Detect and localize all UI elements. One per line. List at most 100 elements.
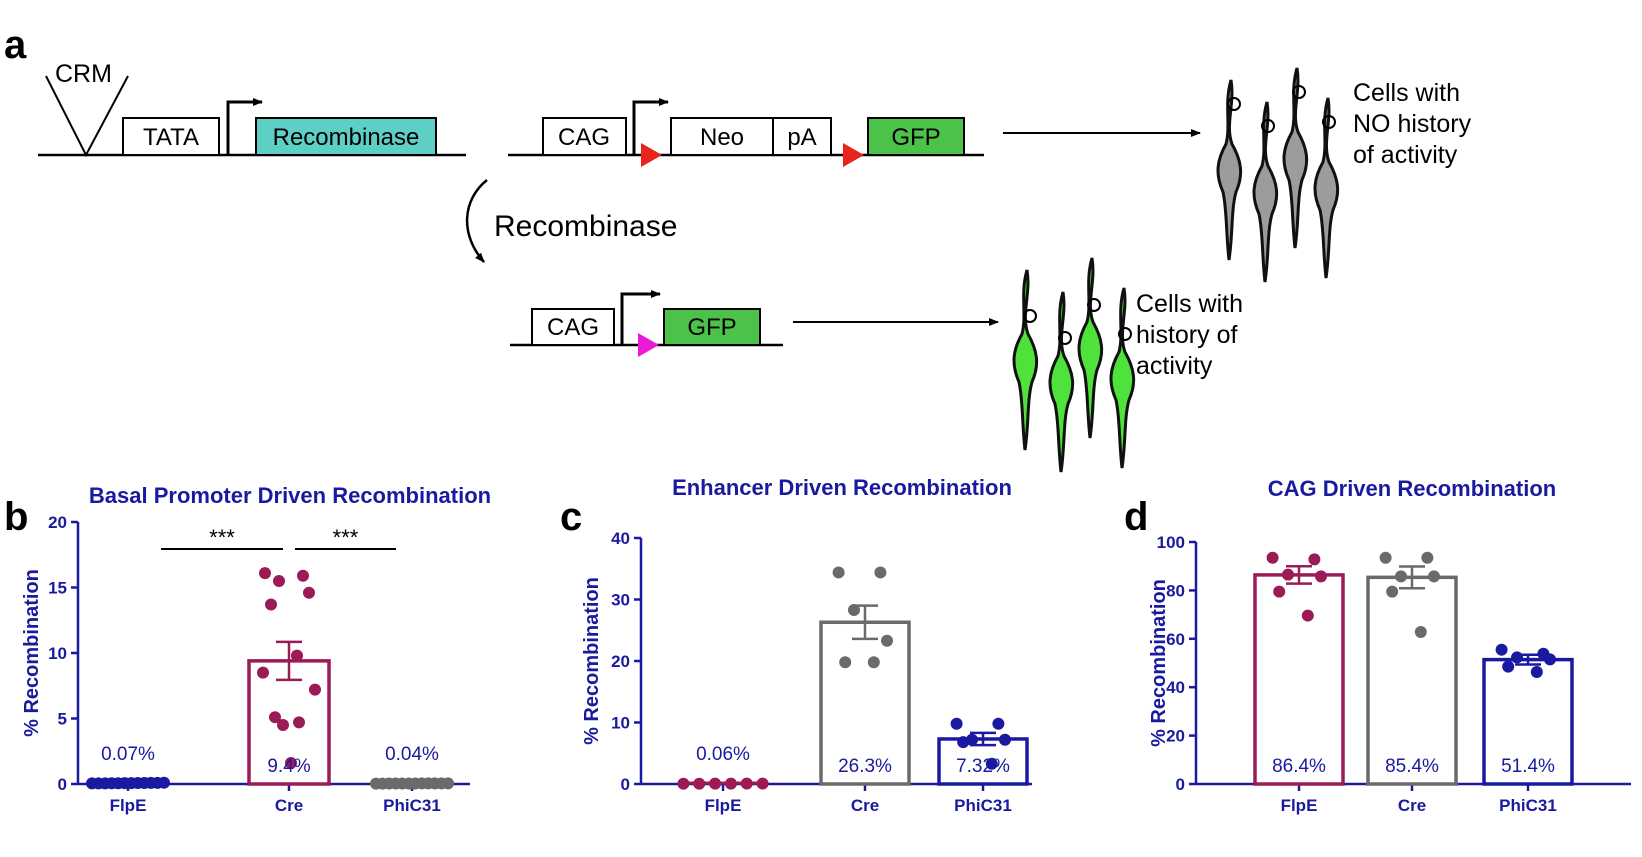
- value-label: 0.04%: [385, 744, 439, 765]
- y-tick-label: 20: [48, 513, 67, 532]
- bar: [1366, 575, 1458, 786]
- data-point: [874, 566, 887, 579]
- gfp-label: GFP: [891, 124, 940, 151]
- data-point: [957, 736, 970, 749]
- x-tick-label: Cre: [851, 796, 879, 815]
- chart-enhancer: Enhancer Driven Recombination% Recombina…: [581, 475, 1032, 815]
- data-point: [1273, 585, 1286, 598]
- data-point: [442, 777, 454, 790]
- chart-cag: CAG Driven Recombination% Recombination0…: [1148, 476, 1631, 815]
- data-point: [1495, 643, 1508, 656]
- gfp-label: GFP: [687, 314, 736, 341]
- value-label: 86.4%: [1272, 756, 1326, 777]
- cell-green-2: [1048, 290, 1075, 474]
- y-tick-label: 15: [48, 579, 67, 598]
- promoter-arrow: [632, 98, 669, 155]
- y-tick-label: 0: [1176, 775, 1185, 794]
- cag-label: CAG: [558, 124, 610, 151]
- data-point: [992, 717, 1005, 730]
- panel-label-b: b: [4, 495, 28, 539]
- neo-label: Neo: [700, 124, 744, 151]
- lox-site-2: [843, 143, 864, 167]
- recombinase-step-label: Recombinase: [494, 210, 677, 243]
- data-point: [291, 649, 303, 662]
- chart-title: CAG Driven Recombination: [1268, 476, 1556, 501]
- lox-site-1: [641, 143, 662, 167]
- data-point: [257, 666, 269, 679]
- data-point: [677, 777, 690, 790]
- data-point: [881, 634, 893, 647]
- data-point: [1544, 653, 1556, 666]
- y-tick-label: 0: [621, 775, 630, 794]
- cells-no-history-line-3: of activity: [1353, 141, 1458, 169]
- y-tick-label: 80: [1166, 581, 1185, 600]
- data-point: [724, 777, 737, 790]
- green-cells: [1012, 256, 1136, 474]
- x-tick-label: PhiC31: [954, 796, 1012, 815]
- y-tick-label: 5: [58, 710, 67, 729]
- cell-green-4: [1109, 286, 1136, 470]
- recombinase-box: [255, 117, 437, 156]
- data-point: [285, 757, 297, 770]
- data-point: [950, 717, 963, 730]
- pa-label: pA: [787, 124, 816, 151]
- significance-label: ***: [209, 525, 235, 550]
- y-tick-label: 0: [58, 775, 67, 794]
- y-tick-label: 40: [1166, 678, 1185, 697]
- y-tick-label: 10: [611, 714, 630, 733]
- x-tick-label: FlpE: [1281, 796, 1318, 815]
- data-point: [1511, 651, 1523, 664]
- value-label: 0.06%: [696, 744, 750, 765]
- value-label: 0.07%: [101, 744, 155, 765]
- cag-box: [531, 308, 615, 346]
- value-label: 51.4%: [1501, 756, 1555, 777]
- x-tick-label: FlpE: [705, 796, 742, 815]
- data-point: [839, 656, 852, 669]
- recombinase-box-label: Recombinase: [273, 124, 420, 151]
- y-tick-label: 60: [1166, 630, 1185, 649]
- bar: [1253, 573, 1345, 786]
- data-point: [832, 566, 845, 579]
- panel-label-c: c: [560, 495, 582, 539]
- data-point: [999, 733, 1011, 746]
- promoter-arrow: [620, 290, 661, 345]
- x-tick-label: PhiC31: [383, 796, 441, 815]
- gray-cells: [1216, 66, 1340, 284]
- value-label: 7.32%: [956, 756, 1010, 777]
- chart-basal-promoter: Basal Promoter Driven Recombination % Rec…: [21, 483, 491, 815]
- chart-title: Basal Promoter Driven Recombination: [89, 483, 491, 508]
- y-tick-label: 10: [48, 644, 67, 663]
- gfp-box: [663, 308, 761, 346]
- nucleus: [1087, 298, 1101, 312]
- promoter-arrow: [226, 98, 263, 155]
- construct-recombined: CAG GFP: [510, 290, 783, 357]
- lox-site-recombined: [638, 333, 659, 357]
- neo-box: [670, 117, 774, 156]
- y-tick-label: 20: [1166, 727, 1185, 746]
- y-axis-label: % Recombination: [21, 569, 43, 737]
- x-tick-label: Cre: [275, 796, 303, 815]
- data-point: [1530, 665, 1543, 678]
- tata-label: TATA: [143, 124, 199, 151]
- nucleus: [1322, 115, 1336, 129]
- value-label: 9.4%: [267, 756, 310, 777]
- nucleus: [1227, 97, 1241, 111]
- panel-label-d: d: [1124, 495, 1148, 539]
- cell-green-1: [1012, 268, 1039, 452]
- construct-recombinase: CRM TATA Recombinase: [38, 60, 466, 158]
- cells-history-line-3: activity: [1136, 352, 1213, 380]
- data-point: [1266, 551, 1279, 564]
- cag-box: [542, 117, 627, 156]
- value-label: 26.3%: [838, 756, 892, 777]
- recombinase-curved-arrow: [465, 179, 488, 263]
- panel-label-a: a: [4, 23, 27, 67]
- data-point: [269, 711, 281, 724]
- data-point: [1502, 660, 1515, 673]
- data-point: [1315, 570, 1327, 583]
- cells-history-line-1: Cells with: [1136, 290, 1243, 318]
- data-point: [309, 683, 321, 696]
- nucleus: [1261, 119, 1275, 133]
- data-point: [867, 656, 880, 669]
- y-axis-label: % Recombination: [581, 577, 603, 745]
- bar: [937, 737, 1029, 786]
